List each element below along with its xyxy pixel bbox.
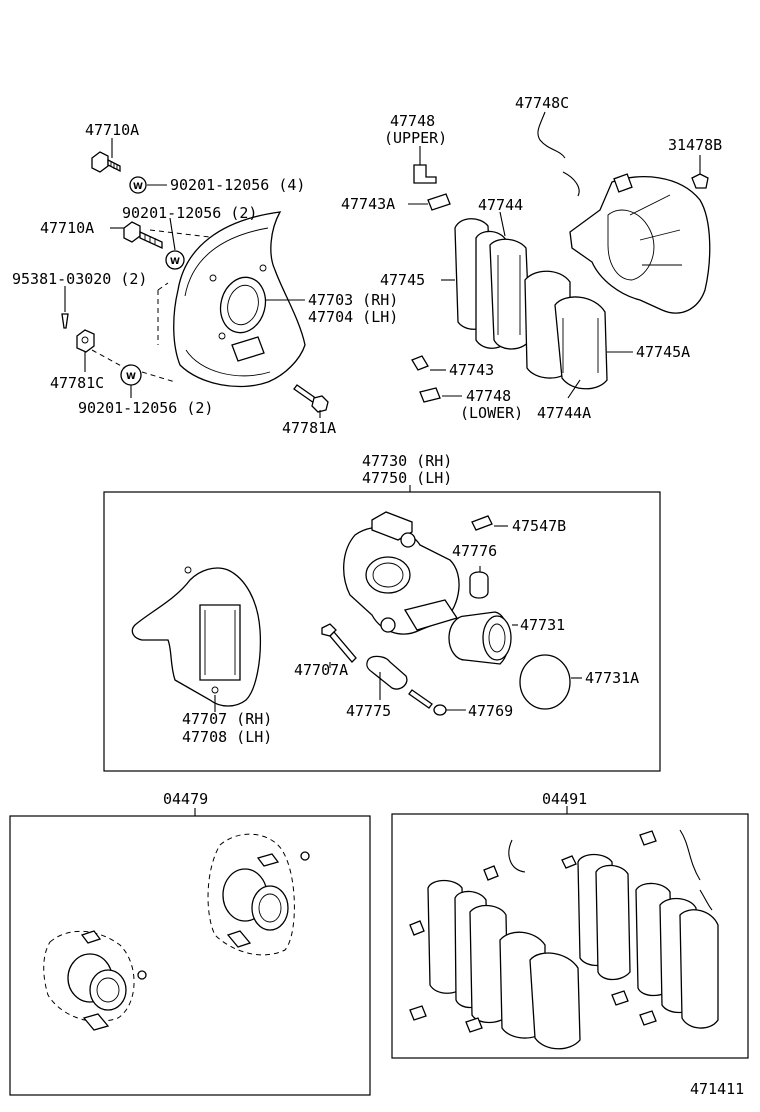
pad-47744A bbox=[524, 270, 608, 390]
kit-04491-box bbox=[391, 813, 749, 1059]
pad-47744 bbox=[489, 238, 531, 350]
label-47707A: 47707A bbox=[294, 661, 348, 679]
svg-text:W: W bbox=[133, 182, 143, 192]
part-labels: 47710A 90201-12056 (4) 90201-12056 (2) 4… bbox=[12, 94, 744, 1098]
pad-group bbox=[408, 111, 711, 403]
label-47744A: 47744A bbox=[537, 404, 591, 422]
label-47776: 47776 bbox=[452, 542, 497, 560]
label-47745: 47745 bbox=[380, 271, 425, 289]
label-47769: 47769 bbox=[468, 702, 513, 720]
label-47748-upper: 47748 bbox=[390, 112, 435, 130]
nut-47781C bbox=[76, 329, 95, 353]
label-47781C: 47781C bbox=[50, 374, 104, 392]
label-04479: 04479 bbox=[163, 790, 208, 808]
label-90201-2a: 90201-12056 (2) bbox=[122, 204, 257, 222]
caliper-mounting-47707 bbox=[131, 566, 262, 707]
label-31478B: 31478B bbox=[668, 136, 722, 154]
label-47743A: 47743A bbox=[341, 195, 395, 213]
label-47748-lower: 47748 bbox=[466, 387, 511, 405]
label-90201-4: 90201-12056 (4) bbox=[170, 176, 305, 194]
caliper-body-47730 bbox=[343, 511, 460, 635]
label-47731A: 47731A bbox=[585, 669, 639, 687]
label-lower: (LOWER) bbox=[460, 404, 523, 422]
label-47710A-mid: 47710A bbox=[40, 219, 94, 237]
piston-47731 bbox=[448, 611, 512, 665]
washer-90201-2a: W bbox=[165, 250, 185, 270]
label-47775: 47775 bbox=[346, 702, 391, 720]
label-upper: (UPPER) bbox=[384, 129, 447, 147]
label-90201-2b: 90201-12056 (2) bbox=[78, 399, 213, 417]
label-47707: 47707 (RH) bbox=[182, 710, 272, 728]
label-47748C: 47748C bbox=[515, 94, 569, 112]
dust-cover-47703 bbox=[173, 211, 306, 388]
kit-04491-parts bbox=[409, 829, 719, 1050]
label-95381: 95381-03020 (2) bbox=[12, 270, 147, 288]
label-47710A-top: 47710A bbox=[85, 121, 139, 139]
label-47704: 47704 (LH) bbox=[308, 308, 398, 326]
label-47781A: 47781A bbox=[282, 419, 336, 437]
label-47730: 47730 (RH) bbox=[362, 452, 452, 470]
svg-text:W: W bbox=[170, 257, 180, 267]
bolt-47781A bbox=[293, 384, 329, 413]
bolt-47710A-top bbox=[91, 151, 121, 173]
caliper-assy-box bbox=[103, 491, 661, 772]
label-47547B: 47547B bbox=[512, 517, 566, 535]
seal-47731A bbox=[519, 654, 571, 710]
label-47703: 47703 (RH) bbox=[308, 291, 398, 309]
svg-text:W: W bbox=[126, 372, 136, 382]
dust-cover-group: W W W bbox=[61, 138, 329, 418]
caliper-body-top bbox=[569, 173, 711, 314]
bolt-47710A-mid bbox=[123, 221, 163, 250]
label-47743: 47743 bbox=[449, 361, 494, 379]
figure-code: 471411 bbox=[690, 1080, 744, 1098]
label-04491: 04491 bbox=[542, 790, 587, 808]
washer-90201-4: W bbox=[129, 176, 147, 194]
label-47731: 47731 bbox=[520, 616, 565, 634]
caliper-assy-group bbox=[131, 511, 582, 716]
label-47750: 47750 (LH) bbox=[362, 469, 452, 487]
label-47745A: 47745A bbox=[636, 343, 690, 361]
kit-04479-box bbox=[9, 815, 371, 1096]
label-47708: 47708 (LH) bbox=[182, 728, 272, 746]
label-47744: 47744 bbox=[478, 196, 523, 214]
kit-04479-parts bbox=[43, 833, 310, 1031]
